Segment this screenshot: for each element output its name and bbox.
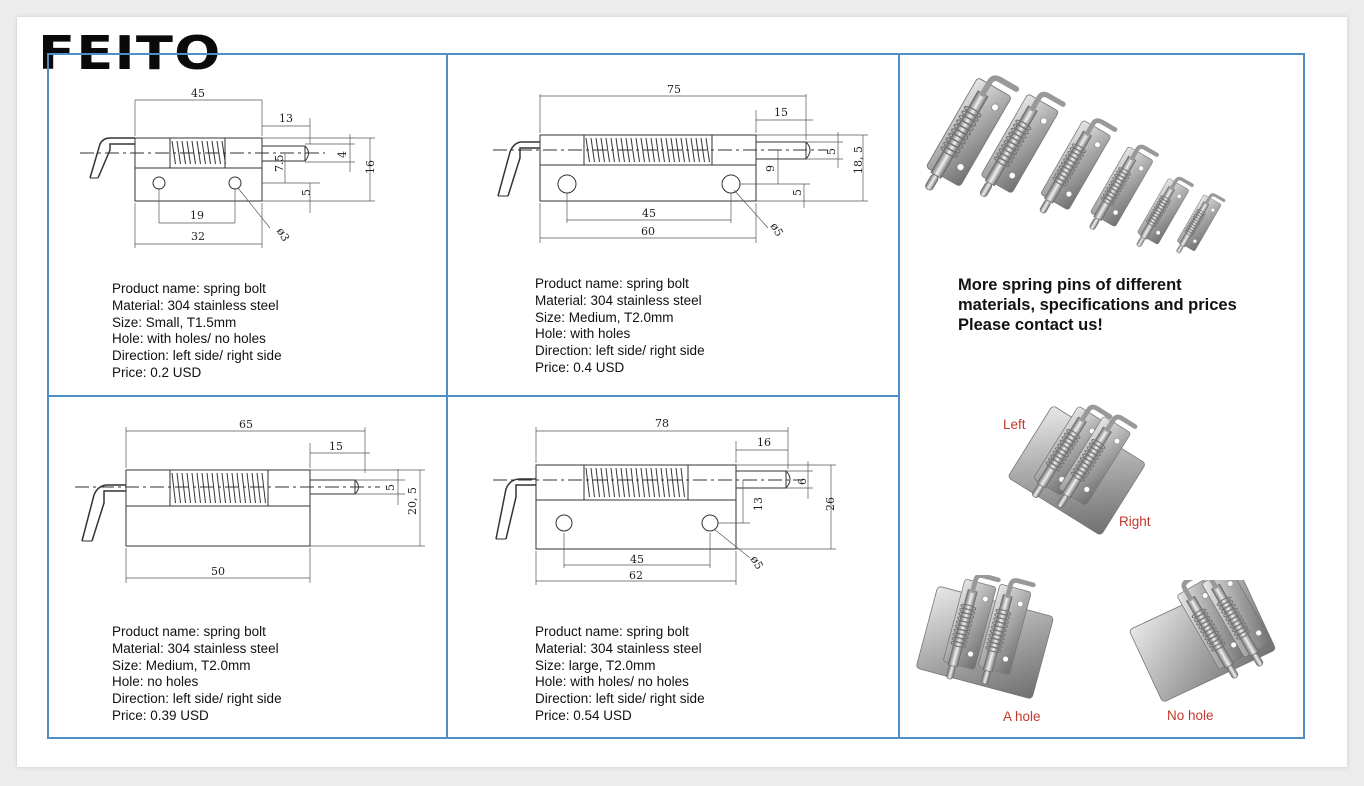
label-right: Right	[1119, 514, 1151, 529]
product-photo-lineup	[925, 62, 1255, 272]
dim-offset-1: 9	[764, 165, 777, 172]
dim-overall: 78	[655, 417, 669, 430]
drawing-medium-no-hole-bolt: 65 15 5 20, 5 50	[70, 413, 440, 583]
spec-block: Product name: spring bolt Material: 304 …	[112, 624, 282, 725]
spec-name: Product name: spring bolt	[112, 624, 266, 639]
spec-material: Material: 304 stainless steel	[535, 292, 702, 308]
spec-block: Product name: spring bolt Material: 304 …	[112, 281, 282, 382]
dim-pin-dia: 6	[796, 478, 809, 485]
spec-hole: Hole: with holes/ no holes	[535, 674, 689, 690]
dim-hole-dia: ø5	[748, 554, 766, 572]
promo-line-3: Please contact us!	[958, 316, 1103, 334]
promo-text: More spring pins of different materials,…	[958, 275, 1237, 335]
spec-price: Price: 0.54 USD	[535, 707, 632, 723]
dim-pin-dia: 5	[825, 148, 838, 155]
drawing-medium-bolt: 75 15 5 18, 5 9 5 45 60 ø5	[488, 78, 888, 248]
label-left: Left	[1003, 417, 1026, 432]
label-no-hole: No hole	[1167, 708, 1214, 723]
dim-height: 26	[824, 497, 837, 511]
dim-hole-spacing: 19	[190, 209, 204, 222]
dim-base: 60	[641, 225, 655, 238]
spec-direction: Direction: left side/ right side	[112, 348, 282, 364]
spec-hole: Hole: with holes	[535, 326, 631, 342]
spec-price: Price: 0.4 USD	[535, 359, 625, 375]
dim-hole-spacing: 45	[630, 553, 644, 566]
product-photo-no-hole	[1128, 580, 1288, 705]
spec-hole: Hole: with holes/ no holes	[112, 331, 266, 347]
spec-price: Price: 0.39 USD	[112, 707, 209, 723]
drawing-large-bolt: 78 16 6 26 13 45 62 ø5	[488, 413, 858, 588]
spec-direction: Direction: left side/ right side	[112, 691, 282, 707]
promo-line-1: More spring pins of different	[958, 276, 1182, 294]
spec-size: Size: Small, T1.5mm	[112, 314, 237, 330]
dim-overall: 65	[239, 418, 253, 431]
dim-base: 50	[211, 565, 225, 578]
dim-pin: 15	[329, 440, 343, 453]
dim-overall: 75	[667, 83, 681, 96]
spec-direction: Direction: left side/ right side	[535, 691, 705, 707]
spec-name: Product name: spring bolt	[535, 624, 689, 639]
drawing-small-bolt: 45 13 4 16 7.5 5 19 32 ø3	[70, 78, 390, 258]
label-a-hole: A hole	[1003, 709, 1041, 724]
dim-base: 62	[629, 569, 643, 582]
promo-line-2: materials, specifications and prices	[958, 296, 1237, 314]
dim-pin: 16	[757, 436, 771, 449]
spec-hole: Hole: no holes	[112, 674, 199, 690]
spec-price: Price: 0.2 USD	[112, 364, 202, 380]
dim-offset-2: 5	[300, 189, 313, 196]
spec-block: Product name: spring bolt Material: 304 …	[535, 276, 705, 377]
dim-overall: 45	[191, 87, 205, 100]
spec-size: Size: large, T2.0mm	[535, 657, 656, 673]
spec-block: Product name: spring bolt Material: 304 …	[535, 624, 705, 725]
spec-name: Product name: spring bolt	[535, 276, 689, 291]
spec-direction: Direction: left side/ right side	[535, 343, 705, 359]
dim-offset-2: 5	[791, 189, 804, 196]
dim-pin-dia: 5	[384, 484, 397, 491]
dim-hole-dia: ø5	[768, 221, 786, 239]
dim-pin: 15	[774, 106, 788, 119]
product-photo-a-hole	[915, 575, 1065, 705]
spec-size: Size: Medium, T2.0mm	[112, 657, 251, 673]
product-photo-left-right	[1000, 398, 1160, 543]
dim-offset-1: 13	[752, 497, 765, 511]
spec-size: Size: Medium, T2.0mm	[535, 309, 674, 325]
dim-offset-1: 7.5	[273, 155, 286, 173]
dim-pin: 13	[279, 112, 293, 125]
spec-material: Material: 304 stainless steel	[112, 297, 279, 313]
spec-name: Product name: spring bolt	[112, 281, 266, 296]
dim-height: 18, 5	[852, 146, 865, 174]
dim-pin-dia: 4	[336, 151, 349, 158]
dim-height: 20, 5	[406, 487, 419, 515]
spec-material: Material: 304 stainless steel	[112, 640, 279, 656]
grid-divider	[898, 54, 900, 738]
dim-height: 16	[364, 160, 377, 174]
grid-divider	[48, 395, 899, 397]
spec-material: Material: 304 stainless steel	[535, 640, 702, 656]
dim-hole-dia: ø3	[274, 226, 292, 244]
dim-hole-spacing: 45	[642, 207, 656, 220]
dim-base: 32	[191, 230, 205, 243]
